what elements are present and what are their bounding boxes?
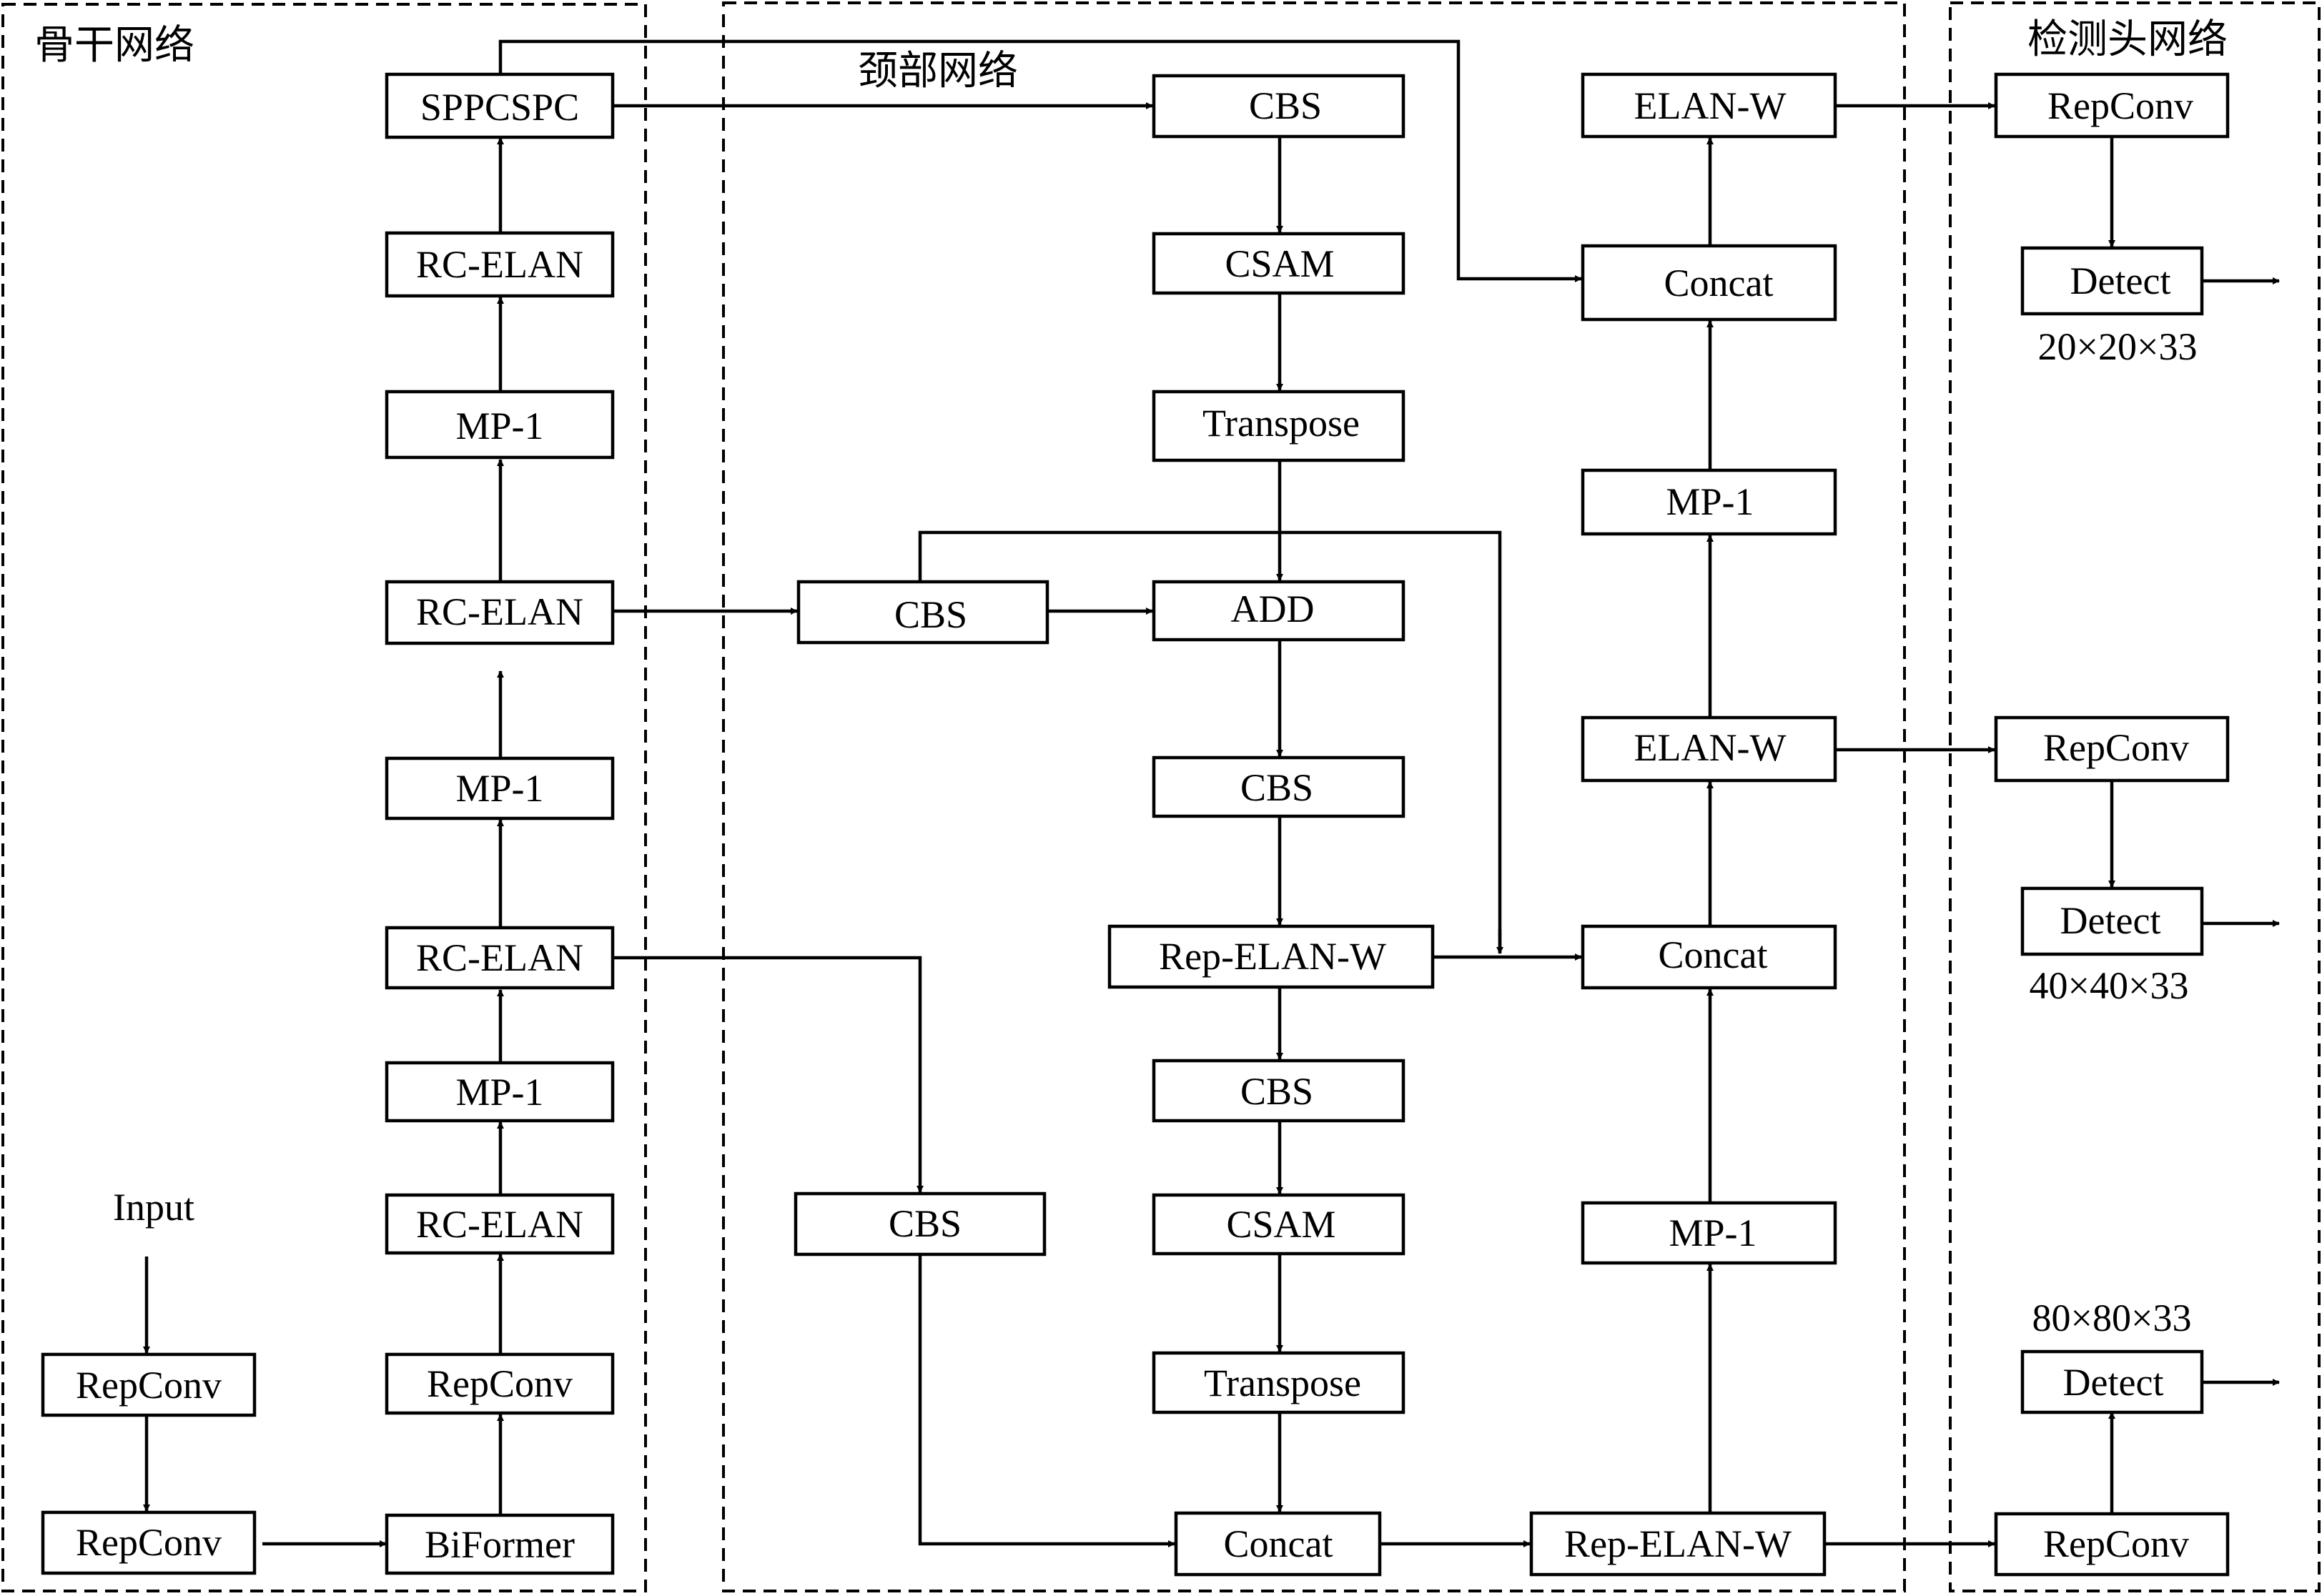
block-label: SPPCSPC — [420, 86, 579, 129]
block-detect-1: Detect — [2020, 246, 2204, 316]
block-label: RepConv — [76, 1364, 222, 1407]
block-rc-elan-1: RC-ELAN — [385, 1193, 615, 1255]
block-label: Concat — [1659, 933, 1768, 976]
block-transpose-lower: Transpose — [1152, 1351, 1405, 1414]
block-rc-elan-3: RC-ELAN — [385, 580, 615, 645]
block-label: MP-1 — [455, 767, 543, 810]
block-add: ADD — [1152, 580, 1405, 642]
block-mp-2: MP-1 — [385, 756, 615, 821]
block-label: ADD — [1231, 588, 1315, 630]
block-biformer: BiFormer — [385, 1513, 615, 1575]
block-label: RepConv — [2047, 84, 2193, 127]
block-concat-mid: Concat — [1581, 924, 1837, 990]
block-mp-lower: MP-1 — [1581, 1201, 1837, 1265]
block-detect-3: Detect — [2020, 1349, 2204, 1414]
block-sppcspc: SPPCSPC — [385, 72, 615, 139]
block-label: RepConv — [427, 1362, 573, 1405]
block-label: RepConv — [2043, 1522, 2189, 1565]
input-label: Input — [113, 1186, 194, 1229]
output-size-small: 80×80×33 — [2032, 1297, 2192, 1339]
block-label: CBS — [889, 1202, 962, 1245]
block-mp-upper: MP-1 — [1581, 468, 1837, 536]
block-repconv-head-3: RepConv — [1994, 1512, 2230, 1577]
block-label: BiFormer — [425, 1523, 575, 1566]
block-label: RepConv — [76, 1521, 222, 1564]
block-concat-bottom: Concat — [1174, 1511, 1382, 1577]
block-label: Detect — [2070, 259, 2171, 302]
block-label: RC-ELAN — [416, 243, 583, 286]
block-csam-top: CSAM — [1152, 232, 1405, 295]
block-repconv-head-1: RepConv — [1994, 72, 2230, 139]
block-label: MP-1 — [1666, 480, 1754, 523]
backbone-frame — [1, 3, 647, 1592]
block-label: MP-1 — [455, 1071, 543, 1114]
block-csam-lower: CSAM — [1152, 1193, 1405, 1256]
block-mp-3: MP-1 — [385, 390, 615, 460]
block-label: ELAN-W — [1634, 84, 1787, 127]
block-repconv-backbone-1: RepConv — [41, 1352, 257, 1417]
block-label: Rep-ELAN-W — [1159, 935, 1386, 978]
block-repconv-backbone-3: RepConv — [385, 1352, 615, 1415]
head-title: 检测头网络 — [2027, 16, 2228, 63]
block-label: Detect — [2060, 899, 2161, 942]
block-cbs-mid: CBS — [1152, 755, 1405, 818]
block-label: Transpose — [1202, 402, 1360, 445]
block-label: ELAN-W — [1634, 726, 1787, 769]
block-repconv-backbone-2: RepConv — [41, 1510, 257, 1575]
block-elan-w-mid: ELAN-W — [1581, 715, 1837, 783]
neck-title: 颈部网络 — [858, 48, 1018, 94]
block-label: CBS — [894, 593, 967, 636]
block-concat-top: Concat — [1581, 244, 1837, 322]
block-label: RC-ELAN — [416, 590, 583, 633]
block-label: Rep-ELAN-W — [1564, 1522, 1792, 1565]
head-frame — [1949, 1, 2321, 1592]
block-cbs-lower: CBS — [1152, 1059, 1405, 1123]
block-cbs-lateral-2: CBS — [794, 1191, 1047, 1257]
block-rep-elan-w-bottom: Rep-ELAN-W — [1529, 1511, 1827, 1577]
block-label: CBS — [1249, 84, 1322, 127]
block-label: Concat — [1224, 1522, 1333, 1565]
block-label: CBS — [1240, 766, 1313, 809]
output-size-large: 20×20×33 — [2038, 325, 2198, 368]
block-cbs-lateral-1: CBS — [796, 580, 1049, 645]
block-rc-elan-2: RC-ELAN — [385, 926, 615, 990]
block-label: CBS — [1240, 1070, 1313, 1113]
block-label: CSAM — [1226, 1203, 1335, 1246]
block-label: Detect — [2063, 1361, 2164, 1404]
output-size-medium: 40×40×33 — [2030, 964, 2189, 1007]
block-label: RC-ELAN — [416, 936, 583, 979]
block-label: RC-ELAN — [416, 1203, 583, 1246]
neck-frame — [722, 1, 1906, 1592]
block-rep-elan-w-mid: Rep-ELAN-W — [1107, 924, 1435, 989]
block-label: Transpose — [1204, 1362, 1361, 1404]
block-rc-elan-4: RC-ELAN — [385, 231, 615, 298]
block-cbs-top: CBS — [1152, 74, 1405, 139]
block-label: MP-1 — [1669, 1211, 1757, 1254]
block-elan-w-top: ELAN-W — [1581, 72, 1837, 139]
block-repconv-head-2: RepConv — [1994, 715, 2230, 783]
block-label: Concat — [1664, 262, 1774, 304]
block-transpose-top: Transpose — [1152, 390, 1405, 462]
block-mp-1: MP-1 — [385, 1061, 615, 1123]
backbone-title: 骨干网络 — [34, 22, 194, 69]
block-detect-2: Detect — [2020, 886, 2204, 956]
block-label: RepConv — [2043, 726, 2189, 769]
connection-lines — [143, 39, 2280, 1547]
block-label: MP-1 — [455, 405, 543, 447]
block-label: CSAM — [1225, 242, 1334, 285]
